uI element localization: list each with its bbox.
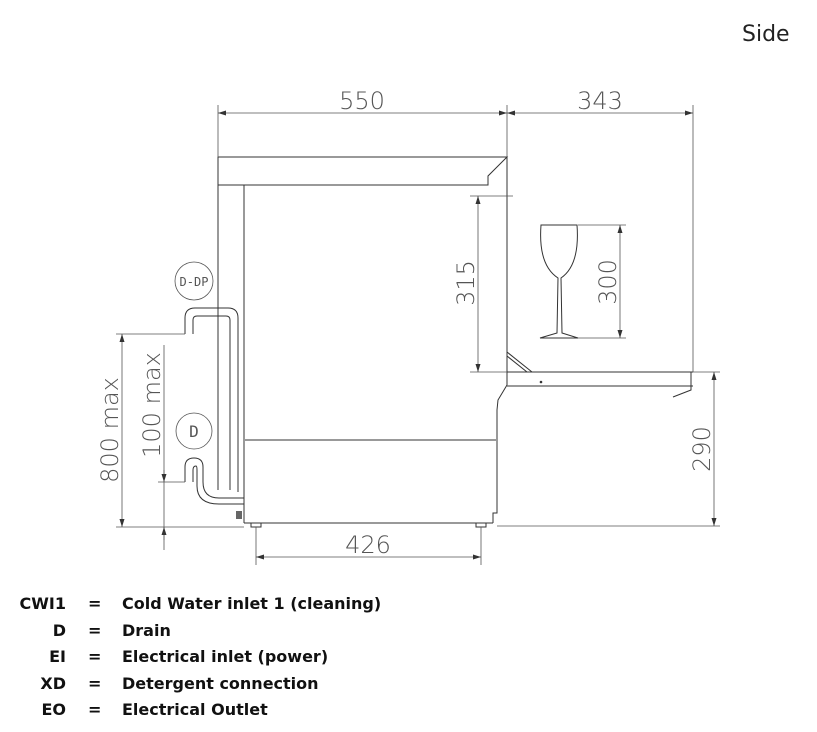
legend: CWI1 = Cold Water inlet 1 (cleaning) D = Dra… bbox=[0, 594, 420, 727]
svg-text:315: 315 bbox=[452, 260, 480, 306]
dim-550: 550 bbox=[217, 87, 508, 157]
open-door bbox=[506, 351, 693, 398]
drain-connector bbox=[236, 511, 242, 519]
legend-eq: = bbox=[88, 594, 102, 613]
legend-code: EO bbox=[41, 700, 66, 719]
svg-text:800 max: 800 max bbox=[96, 377, 124, 483]
legend-row: CWI1 = Cold Water inlet 1 (cleaning) bbox=[0, 594, 420, 621]
dim-315: 315 bbox=[452, 195, 513, 373]
dim-100-max: 100 max bbox=[138, 345, 185, 550]
side-view-drawing: D-DP D 550 343 315 300 290 426 bbox=[96, 87, 720, 565]
dim-426: 426 bbox=[255, 527, 482, 565]
legend-eq: = bbox=[88, 700, 102, 719]
svg-text:100 max: 100 max bbox=[138, 352, 166, 458]
svg-text:D-DP: D-DP bbox=[180, 275, 209, 289]
legend-desc: Cold Water inlet 1 (cleaning) bbox=[122, 594, 382, 613]
legend-code: CWI1 bbox=[19, 594, 66, 613]
legend-row: D = Drain bbox=[0, 621, 420, 648]
dim-800-max: 800 max bbox=[96, 333, 244, 528]
legend-desc: Electrical inlet (power) bbox=[122, 647, 329, 666]
svg-text:D: D bbox=[189, 422, 199, 441]
foot-left bbox=[250, 522, 262, 528]
dim-300: 300 bbox=[578, 224, 626, 339]
dim-343: 343 bbox=[507, 87, 694, 372]
label-drain-pump: D-DP bbox=[174, 261, 214, 301]
legend-code: EI bbox=[49, 647, 66, 666]
foot-right bbox=[475, 522, 487, 528]
svg-text:300: 300 bbox=[594, 259, 622, 305]
machine-body bbox=[217, 156, 509, 528]
legend-desc: Drain bbox=[122, 620, 171, 640]
legend-eq: = bbox=[88, 647, 102, 666]
view-label: Side bbox=[742, 22, 790, 47]
legend-row: EO = Electrical Outlet bbox=[0, 700, 420, 727]
svg-text:290: 290 bbox=[688, 426, 716, 472]
dim-290: 290 bbox=[497, 371, 720, 527]
legend-desc: Electrical Outlet bbox=[122, 700, 268, 719]
legend-desc: Detergent connection bbox=[122, 673, 319, 693]
svg-text:426: 426 bbox=[345, 531, 391, 559]
legend-code: D bbox=[52, 620, 66, 640]
label-drain: D bbox=[175, 412, 213, 450]
legend-row: XD = Detergent connection bbox=[0, 674, 420, 701]
legend-code: XD bbox=[40, 673, 66, 693]
legend-eq: = bbox=[88, 673, 102, 693]
svg-text:343: 343 bbox=[577, 87, 623, 115]
drain-pipes bbox=[184, 307, 244, 519]
legend-eq: = bbox=[88, 620, 102, 640]
wine-glass-icon bbox=[539, 224, 579, 339]
svg-text:550: 550 bbox=[339, 87, 385, 115]
legend-row: EI = Electrical inlet (power) bbox=[0, 647, 420, 674]
